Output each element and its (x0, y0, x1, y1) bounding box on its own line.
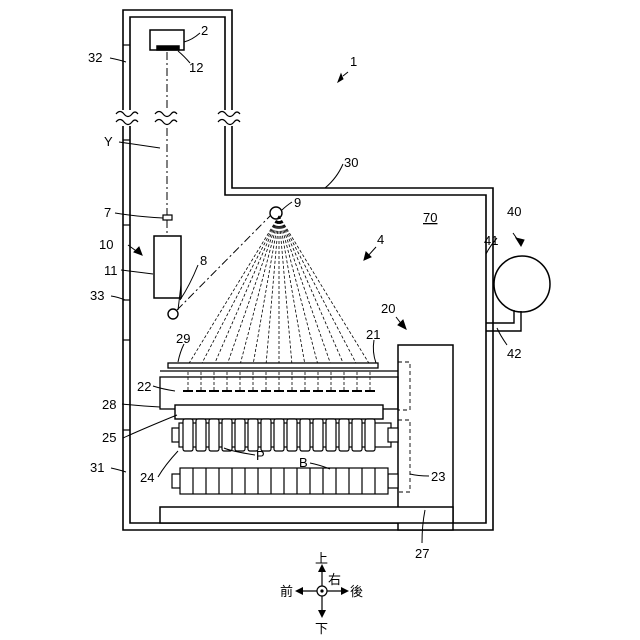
yarn-fan (188, 216, 370, 365)
break-marks (116, 110, 240, 126)
yarn-drops (188, 372, 370, 390)
label-y: Y (104, 134, 113, 149)
bobbin-row-b (172, 468, 398, 494)
dir-front: 前 (280, 584, 293, 600)
label-29: 29 (176, 331, 190, 346)
label-30: 30 (344, 155, 358, 170)
label-33: 33 (90, 288, 104, 303)
base-27 (160, 507, 453, 523)
label-10: 10 (99, 237, 113, 252)
label-27: 27 (415, 546, 429, 561)
label-24: 24 (140, 470, 154, 485)
label-b: B (299, 455, 308, 470)
dir-rear: 後 (350, 585, 363, 600)
label-2: 2 (201, 23, 208, 38)
label-22: 22 (137, 379, 151, 394)
package-row-p (172, 419, 398, 451)
duct-42 (486, 310, 521, 331)
box-11 (154, 236, 181, 298)
direction-indicator: 上 右 前 後 下 (280, 552, 363, 637)
dir-right: 右 (328, 573, 341, 588)
label-25: 25 (102, 430, 116, 445)
label-1: 1 (350, 54, 357, 69)
label-42: 42 (507, 346, 521, 361)
guide-box-28 (160, 377, 398, 409)
element-7 (163, 215, 172, 220)
label-12: 12 (189, 60, 203, 75)
blower-41 (494, 256, 550, 312)
label-41: 41 (484, 233, 498, 248)
label-8: 8 (200, 253, 207, 268)
label-70: 70 (423, 210, 437, 225)
roller-8 (168, 309, 178, 319)
wall-ticks (123, 45, 130, 430)
label-7: 7 (104, 205, 111, 220)
label-40: 40 (507, 204, 521, 219)
dir-down: 下 (315, 622, 328, 637)
frame-27 (398, 345, 453, 530)
label-23: 23 (431, 469, 445, 484)
label-32: 32 (88, 50, 102, 65)
label-4: 4 (377, 232, 384, 247)
label-9: 9 (294, 195, 301, 210)
label-20: 20 (381, 301, 395, 316)
top-device (150, 30, 184, 50)
label-21: 21 (366, 327, 380, 342)
label-p: P (256, 448, 265, 463)
label-28: 28 (102, 397, 116, 412)
label-11: 11 (104, 263, 118, 278)
dir-up: 上 (315, 552, 328, 567)
bar-25 (175, 405, 383, 419)
label-31: 31 (90, 460, 104, 475)
yarn-path-8-9 (177, 214, 272, 310)
rail-21 (160, 363, 398, 371)
